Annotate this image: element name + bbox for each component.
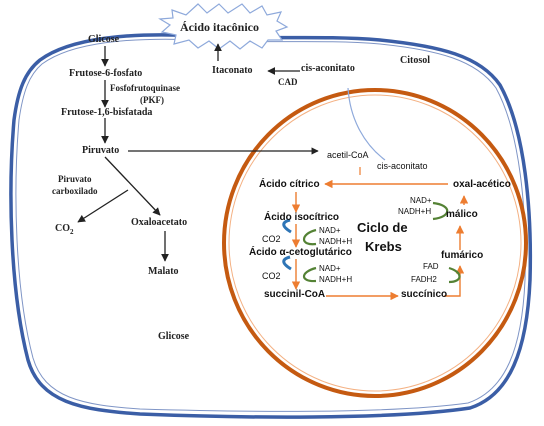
oxal-acetico-label: oxal-acético — [453, 179, 511, 190]
mitochondrion-membrane — [222, 88, 528, 398]
malico-label: málico — [446, 209, 478, 220]
co2-2-label: CO2 — [262, 271, 281, 281]
succinil-coa-label: succinil-CoA — [264, 289, 326, 300]
frutose-6-fosfato-label: Frutose-6-fosfato — [69, 68, 143, 79]
nad-plus-2-label: NAD+ — [319, 264, 341, 273]
itaconic-acid-label: Ácido itacônico — [180, 20, 259, 34]
cell-membrane — [9, 33, 533, 419]
acido-cetoglutarico-label: Ácido α-cetoglutárico — [249, 247, 352, 258]
starburst-shape — [158, 3, 289, 50]
co2-arrow-2 — [282, 255, 292, 271]
fumarico-label: fumárico — [441, 250, 484, 261]
fadh2-label: FADH2 — [411, 275, 437, 284]
piruvato-carboxilado-label-2: carboxilado — [52, 186, 98, 196]
nadh-1-label: NADH+H — [319, 237, 353, 246]
pfk-abbrev-label: (PKF) — [140, 95, 164, 105]
nad-plus-1-label: NAD+ — [319, 226, 341, 235]
nadh-2-label: NADH+H — [319, 275, 353, 284]
cofactor-arrow-3 — [448, 266, 461, 284]
oxaloacetato-label: Oxaloacetato — [131, 217, 188, 228]
acido-isocitrico-label: Ácido isocítrico — [264, 212, 340, 223]
ciclo-de-label: Ciclo de — [357, 220, 408, 235]
co2-arrow-1 — [282, 218, 292, 234]
malato-label: Malato — [148, 266, 179, 277]
acetil-coa-label: acetil-CoA — [327, 150, 369, 160]
acido-citrico-label: Ácido cítrico — [259, 179, 320, 190]
piruvato-label: Piruvato — [82, 145, 120, 156]
cis-aconitato-mito-label: cis-aconitato — [377, 161, 428, 171]
co2-1-label: CO2 — [262, 234, 281, 244]
fad-label: FAD — [423, 262, 439, 271]
glicose-bottom-label: Glicose — [158, 331, 190, 342]
frutose-1-6-label: Frutose-1,6-bisfatada — [61, 107, 153, 118]
cofactor-arrow-1 — [302, 228, 317, 246]
piruvato-carboxilado-label-1: Piruvato — [58, 174, 92, 184]
glicose-top-label: Glicose — [88, 34, 120, 45]
krebs-label: Krebs — [365, 239, 402, 254]
succinico-label: succínico — [401, 289, 448, 300]
cofactor-arrow-4 — [432, 201, 449, 221]
itaconato-label: Itaconato — [212, 65, 253, 76]
co2-label: CO2 — [55, 223, 74, 236]
cad-enzyme-label: CAD — [278, 77, 298, 87]
pfk-enzyme-label: Fosfofrutoquinase — [110, 83, 181, 93]
cofactor-arrow-2 — [302, 266, 317, 283]
citosol-label: Citosol — [400, 55, 430, 66]
nad-plus-3-label: NAD+ — [410, 196, 432, 205]
cis-aconitato-cytosol-label: cis-aconitato — [301, 63, 355, 74]
nadh-3-label: NADH+H — [398, 207, 432, 216]
